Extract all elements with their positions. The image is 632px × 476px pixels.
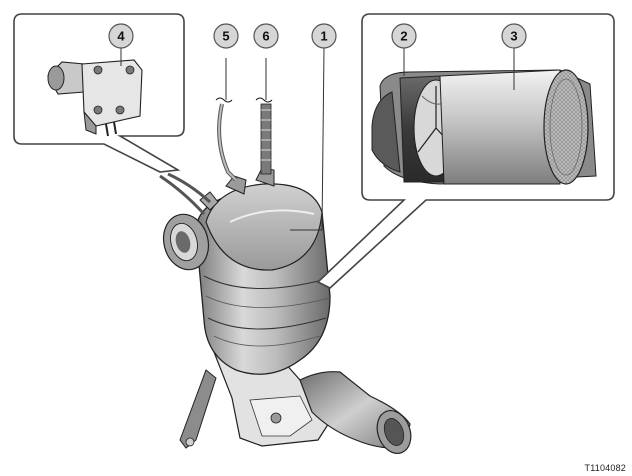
- dpf-assembly: [162, 167, 412, 454]
- sensor-wires: [159, 58, 273, 216]
- pressure-sensor-drawing: [47, 59, 143, 137]
- callout-1-label: 1: [320, 29, 327, 44]
- callout-3: 3: [501, 23, 527, 49]
- callout-5: 5: [213, 23, 239, 49]
- leader-1: [290, 47, 325, 231]
- callout-3-label: 3: [510, 29, 517, 44]
- inlet-flange: [162, 213, 210, 271]
- callout-1: 1: [311, 23, 337, 49]
- callout-4: 4: [108, 23, 134, 49]
- callout-6-label: 6: [262, 29, 269, 44]
- outlet-pipe: [299, 371, 412, 454]
- inset-dpf-cutaway: [316, 13, 615, 289]
- callout-5-label: 5: [222, 29, 229, 44]
- figure-reference-code: T1104082: [584, 463, 626, 473]
- callout-4-label: 4: [117, 29, 125, 44]
- leader-lines: [120, 47, 515, 231]
- inset-pressure-sensor: [13, 13, 185, 173]
- cutaway-drawing: [371, 69, 597, 185]
- callout-2: 2: [391, 23, 417, 49]
- callout-2-label: 2: [400, 29, 407, 44]
- callout-6: 6: [253, 23, 279, 49]
